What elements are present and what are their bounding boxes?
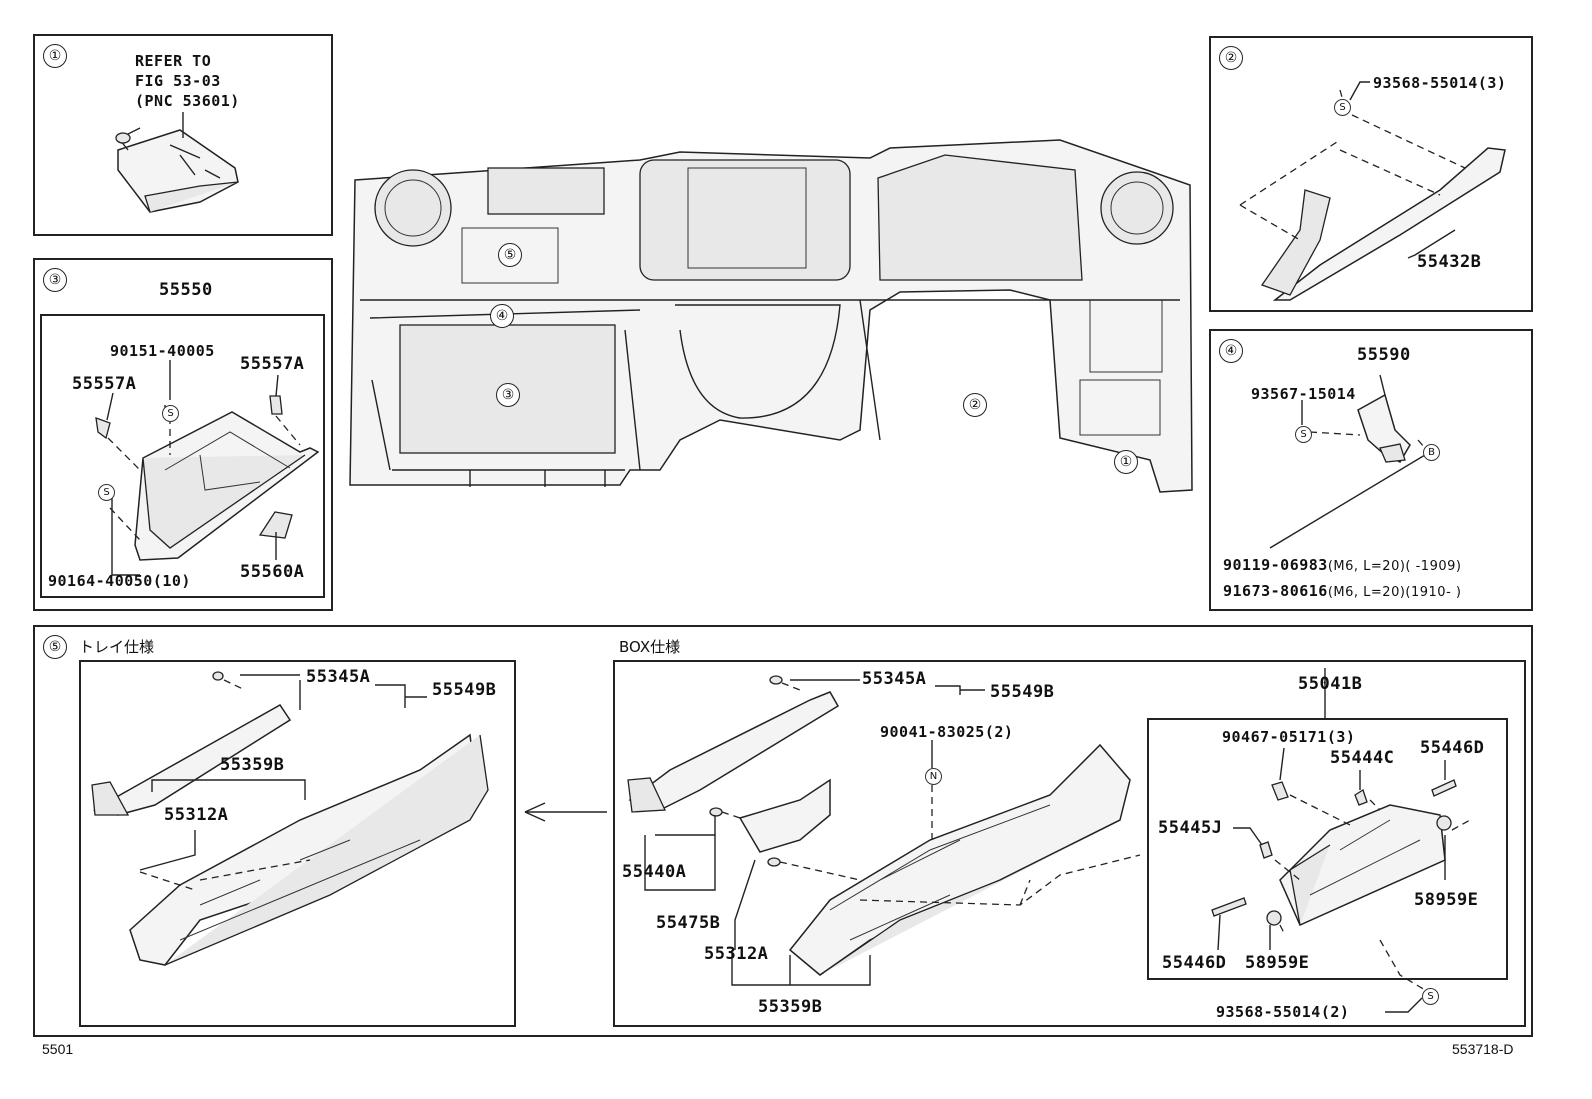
part-label-55440a: 55440A (622, 862, 687, 882)
part-label-58959e: 58959E (1414, 890, 1479, 910)
box-variant-drawing (627, 668, 1471, 1013)
panel-4-bracket: ④ 55590 93567-15014 S B 90119-06983(M6, … (1209, 329, 1533, 611)
s-symbol: S (1422, 988, 1439, 1005)
part-label-90041-83025: 90041-83025(2) (880, 723, 1014, 741)
part-label-55359b: 55359B (220, 755, 285, 775)
part-label-55590: 55590 (1357, 345, 1411, 365)
part-label-55557a-left: 55557A (72, 374, 137, 394)
s-symbol: S (98, 484, 115, 501)
part-label-93568-55014: 93568-55014(3) (1373, 74, 1507, 92)
footer-figure-code: 553718-D (1452, 1041, 1514, 1057)
n-symbol: N (925, 768, 942, 785)
part-label-55550: 55550 (159, 280, 213, 300)
tray-variant-frame (79, 660, 516, 1027)
part-label-55557a-right: 55557A (240, 354, 305, 374)
part-label-93568-55014: 93568-55014(2) (1216, 1003, 1350, 1021)
refer-line-3: (PNC 53601) (135, 92, 240, 110)
area-marker: ② (1219, 46, 1243, 70)
area-marker: ④ (1219, 339, 1243, 363)
lower-cover-drawing (1239, 81, 1506, 301)
glove-box-drawing (95, 360, 320, 576)
footer-page-code: 5501 (42, 1041, 74, 1057)
refer-part-drawing (115, 112, 239, 213)
area-marker: ⑤ (43, 635, 67, 659)
s-symbol: S (1334, 99, 1351, 116)
box-variant-frame (613, 660, 1526, 1027)
part-label-55312a: 55312A (164, 805, 229, 825)
instrument-panel-drawing (349, 139, 1193, 493)
part-label-91673-80616: 91673-80616(M6, L=20)(1910- ) (1223, 582, 1462, 600)
refer-line-1: REFER TO (135, 52, 212, 70)
glove-box-assembly-frame (40, 314, 325, 598)
part-label-55041b: 55041B (1298, 674, 1363, 694)
part-label-90164-40050: 90164-40050(10) (48, 572, 191, 590)
s-symbol: S (1295, 426, 1312, 443)
s-symbol: S (162, 405, 179, 422)
panel-3-glove-box: ③ 55550 (33, 258, 333, 611)
area-marker-4: ④ (490, 304, 514, 328)
part-label-90119-06983: 90119-06983(M6, L=20)( -1909) (1223, 556, 1462, 574)
part-label-55359b: 55359B (758, 997, 823, 1017)
panel-5-lower-garnish: ⑤ トレイ仕様 BOX仕様 (33, 625, 1533, 1037)
part-label-55549b: 55549B (432, 680, 497, 700)
part-label-55446d: 55446D (1162, 953, 1227, 973)
part-label-55560a: 55560A (240, 562, 305, 582)
refer-line-2: FIG 53-03 (135, 72, 221, 90)
panel-2-lower-cover: ② 93568-55014(3) S 55432B (1209, 36, 1533, 312)
area-marker: ③ (43, 268, 67, 292)
bracket-drawing (1269, 374, 1426, 549)
area-marker-2: ② (963, 393, 987, 417)
part-label-55345a: 55345A (306, 667, 371, 687)
tray-variant-title: トレイ仕様 (79, 638, 155, 656)
box-assembly-frame (1147, 718, 1508, 980)
part-label-93567-15014: 93567-15014 (1251, 385, 1356, 403)
part-label-55345a: 55345A (862, 669, 927, 689)
part-label-55446d: 55446D (1420, 738, 1485, 758)
b-symbol: B (1423, 444, 1440, 461)
area-marker-5: ⑤ (498, 243, 522, 267)
part-label-55444c: 55444C (1330, 748, 1395, 768)
area-marker: ① (43, 44, 67, 68)
panel-1-refer: ① REFER TO FIG 53-03 (PNC 53601) (33, 34, 333, 236)
part-label-55432b: 55432B (1417, 252, 1482, 272)
part-label-90467-05171: 90467-05171(3) (1222, 728, 1356, 746)
part-label-55549b: 55549B (990, 682, 1055, 702)
part-label-55475b: 55475B (656, 913, 721, 933)
part-label-55445j: 55445J (1158, 818, 1223, 838)
area-marker-1: ① (1114, 450, 1138, 474)
area-marker-3: ③ (496, 383, 520, 407)
part-label-90151-40005: 90151-40005 (110, 342, 215, 360)
box-variant-title: BOX仕様 (619, 638, 681, 656)
part-label-55312a: 55312A (704, 944, 769, 964)
part-label-58959e: 58959E (1245, 953, 1310, 973)
tray-variant-drawing (91, 671, 607, 966)
